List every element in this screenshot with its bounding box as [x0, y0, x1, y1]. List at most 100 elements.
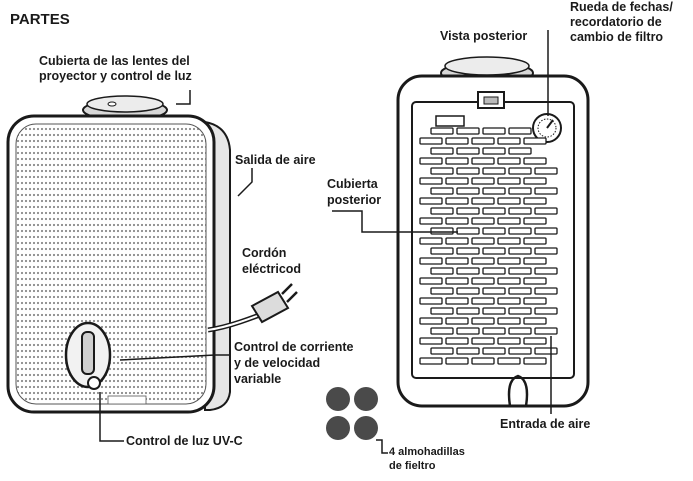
vent-slot	[445, 297, 469, 305]
vent-slot	[445, 277, 469, 285]
vent-slot	[430, 187, 454, 195]
vent-slot	[523, 357, 547, 365]
vent-slot	[508, 147, 532, 155]
diagram-title: PARTES	[10, 11, 70, 28]
label-rear-cover-line2: posterior	[327, 193, 382, 207]
vent-slot	[482, 247, 506, 255]
vent-slot	[445, 137, 469, 145]
vent-slot	[508, 207, 532, 215]
vent-slot	[471, 257, 495, 265]
felt-pads	[326, 387, 378, 440]
vent-slot	[471, 297, 495, 305]
vent-slot	[419, 197, 443, 205]
vent-slot	[508, 227, 532, 235]
vent-slot	[471, 357, 495, 365]
vent-slot	[508, 307, 532, 315]
vent-slot	[430, 167, 454, 175]
vent-slot	[456, 147, 480, 155]
power-cord	[207, 283, 298, 333]
felt-pad	[326, 416, 350, 440]
label-power-speed-line3: variable	[234, 372, 282, 386]
label-cord-line2: eléctricod	[242, 262, 302, 276]
label-cord-line1: Cordón	[242, 246, 287, 260]
label-date-wheel-line2: recordatorio de	[570, 15, 662, 29]
vent-slot	[445, 357, 469, 365]
vent-slot	[482, 167, 506, 175]
vent-slot	[534, 187, 558, 195]
vent-slot	[456, 267, 480, 275]
vent-slot	[430, 307, 454, 315]
label-felt-pads-line2: de fieltro	[389, 460, 436, 472]
vent-slot	[419, 157, 443, 165]
vent-slot	[523, 197, 547, 205]
vent-slot	[445, 257, 469, 265]
leader-lines	[99, 30, 552, 454]
vent-slot	[534, 247, 558, 255]
vent-slot	[456, 347, 480, 355]
vent-slot	[497, 257, 521, 265]
vent-slot	[471, 157, 495, 165]
vent-slot	[497, 297, 521, 305]
felt-pad	[354, 416, 378, 440]
vent-slot	[508, 167, 532, 175]
vent-slot	[482, 327, 506, 335]
vent-slot	[430, 227, 454, 235]
vent-slot	[482, 207, 506, 215]
vent-slot	[456, 247, 480, 255]
vent-slot	[456, 327, 480, 335]
vent-slot	[508, 187, 532, 195]
vent-slot	[508, 267, 532, 275]
front-purifier	[6, 95, 231, 414]
uvc-button	[87, 376, 101, 390]
vent-slot	[445, 317, 469, 325]
vent-slot	[430, 127, 454, 135]
vent-slot	[482, 287, 506, 295]
vent-slot	[482, 147, 506, 155]
vent-slot	[508, 127, 532, 135]
vent-slot	[534, 287, 558, 295]
vent-slot	[430, 327, 454, 335]
vent-slot	[471, 217, 495, 225]
vent-slot	[456, 307, 480, 315]
vent-slot	[419, 337, 443, 345]
vent-slot	[482, 227, 506, 235]
vent-slot	[445, 237, 469, 245]
vent-slot	[430, 287, 454, 295]
vent-slot	[445, 177, 469, 185]
vent-slot	[508, 247, 532, 255]
vent-slot	[497, 317, 521, 325]
vent-slot	[482, 347, 506, 355]
vent-slot	[523, 317, 547, 325]
vent-slot	[534, 267, 558, 275]
vent-slot	[482, 187, 506, 195]
vent-slot	[471, 317, 495, 325]
vent-slot	[534, 167, 558, 175]
felt-pad	[354, 387, 378, 411]
vent-slot	[482, 267, 506, 275]
vent-slot	[482, 307, 506, 315]
vent-slot	[419, 257, 443, 265]
label-power-speed-line1: Control de corriente	[234, 340, 354, 354]
label-date-wheel-line1: Rueda de fechas/	[570, 0, 673, 14]
vent-slot	[419, 297, 443, 305]
front-mesh-grille	[15, 123, 207, 405]
vent-slot	[497, 137, 521, 145]
vent-slot	[497, 277, 521, 285]
vent-slot	[430, 267, 454, 275]
label-air-outlet: Salida de aire	[235, 153, 316, 167]
vent-slot	[456, 207, 480, 215]
label-lens-cover-line1: Cubierta de las lentes del	[39, 54, 190, 68]
vent-slot	[430, 147, 454, 155]
vent-slot	[534, 227, 558, 235]
vent-slot	[456, 287, 480, 295]
vent-slot	[523, 337, 547, 345]
vent-slot	[419, 357, 443, 365]
vent-slot	[471, 137, 495, 145]
vent-slot	[471, 237, 495, 245]
vent-slot	[445, 157, 469, 165]
vent-slot	[456, 227, 480, 235]
vent-slot	[471, 337, 495, 345]
label-rear-cover-line1: Cubierta	[327, 177, 378, 191]
vent-slot	[419, 277, 443, 285]
vent-slot	[508, 327, 532, 335]
